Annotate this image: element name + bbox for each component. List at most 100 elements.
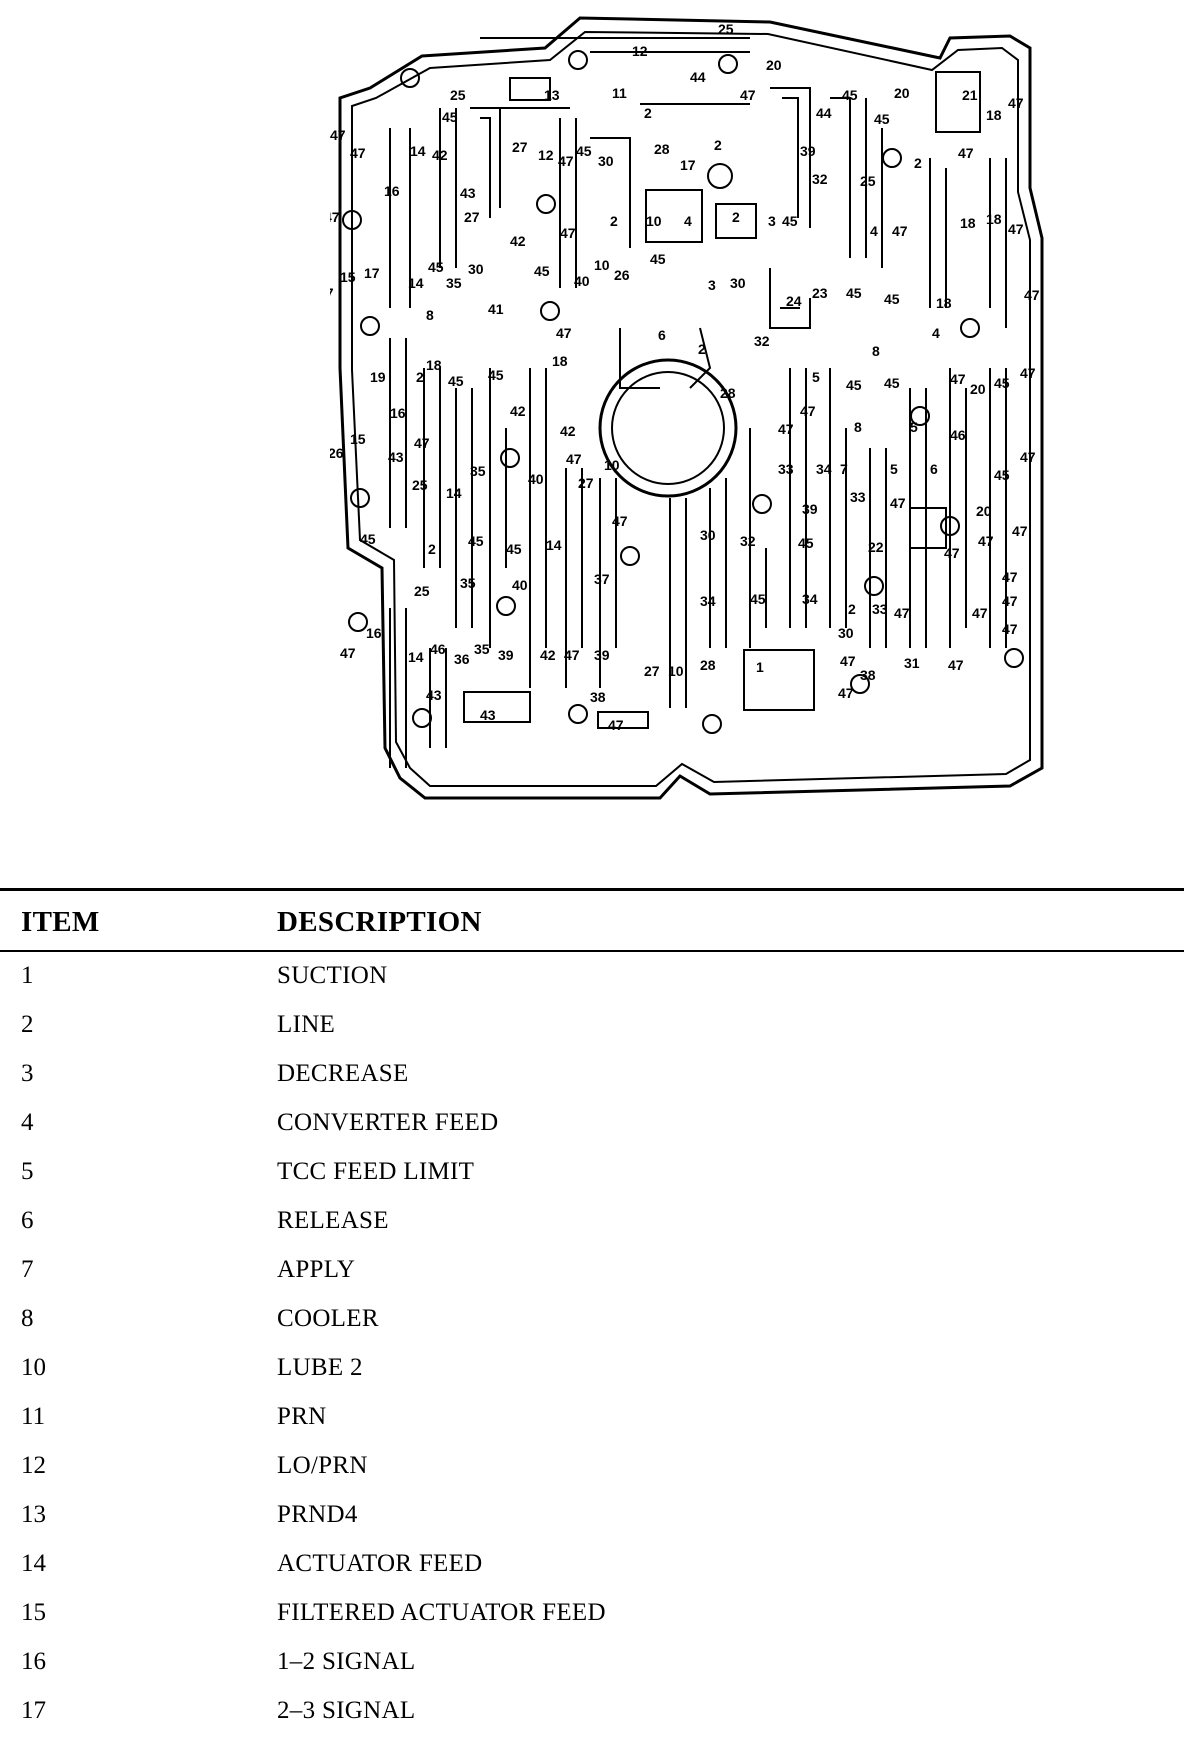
svg-text:42: 42 (540, 647, 556, 663)
svg-text:39: 39 (800, 143, 816, 159)
svg-text:39: 39 (802, 501, 818, 517)
svg-text:33: 33 (778, 461, 794, 477)
svg-text:25: 25 (860, 173, 876, 189)
svg-text:44: 44 (816, 105, 832, 121)
svg-text:31: 31 (904, 655, 920, 671)
plate-outline (338, 16, 1044, 800)
svg-text:2: 2 (848, 601, 856, 617)
svg-text:45: 45 (782, 213, 798, 229)
svg-text:45: 45 (442, 109, 458, 125)
svg-text:34: 34 (700, 593, 716, 609)
svg-text:38: 38 (860, 667, 876, 683)
svg-text:16: 16 (390, 405, 406, 421)
legend-header-item: ITEM (21, 906, 100, 938)
svg-text:2: 2 (732, 209, 740, 225)
svg-text:25: 25 (414, 583, 430, 599)
legend-description: PRND4 (277, 1501, 358, 1528)
svg-text:38: 38 (590, 689, 606, 705)
svg-text:45: 45 (846, 377, 862, 393)
svg-text:4: 4 (870, 223, 878, 239)
central-bore (598, 358, 738, 498)
svg-text:8: 8 (426, 307, 434, 323)
svg-text:3: 3 (768, 213, 776, 229)
svg-text:18: 18 (936, 295, 952, 311)
svg-text:2: 2 (610, 213, 618, 229)
svg-text:20: 20 (976, 503, 992, 519)
legend-item: 7 (21, 1256, 34, 1283)
svg-text:47: 47 (340, 645, 356, 661)
svg-text:28: 28 (700, 657, 716, 673)
svg-text:45: 45 (846, 285, 862, 301)
svg-text:28: 28 (654, 141, 670, 157)
svg-text:10: 10 (646, 213, 662, 229)
svg-text:10: 10 (604, 457, 620, 473)
svg-text:46: 46 (430, 641, 446, 657)
svg-text:44: 44 (690, 69, 706, 85)
svg-text:42: 42 (510, 403, 526, 419)
svg-text:47: 47 (972, 605, 988, 621)
legend-description: DECREASE (277, 1060, 409, 1087)
svg-text:15: 15 (340, 269, 356, 285)
legend-description: 1–2 SIGNAL (277, 1648, 416, 1675)
svg-text:22: 22 (868, 539, 884, 555)
svg-text:11: 11 (612, 85, 627, 101)
svg-text:33: 33 (850, 489, 866, 505)
svg-text:36: 36 (454, 651, 470, 667)
svg-text:47: 47 (800, 403, 816, 419)
svg-text:5: 5 (890, 461, 898, 477)
svg-text:45: 45 (874, 111, 890, 127)
svg-text:1: 1 (756, 659, 764, 675)
svg-text:12: 12 (538, 147, 554, 163)
legend-description: COOLER (277, 1305, 379, 1332)
svg-text:2: 2 (914, 155, 922, 171)
svg-text:35: 35 (460, 575, 476, 591)
svg-text:18: 18 (426, 357, 442, 373)
svg-text:42: 42 (432, 147, 448, 163)
svg-text:6: 6 (930, 461, 938, 477)
svg-text:47: 47 (330, 127, 346, 143)
svg-text:45: 45 (798, 535, 814, 551)
svg-text:27: 27 (512, 139, 528, 155)
svg-text:35: 35 (446, 275, 462, 291)
svg-text:4: 4 (684, 213, 692, 229)
svg-text:45: 45 (994, 375, 1010, 391)
legend-item: 3 (21, 1060, 34, 1087)
svg-text:42: 42 (560, 423, 576, 439)
svg-text:47: 47 (1002, 593, 1018, 609)
legend-item: 2 (21, 1011, 34, 1038)
legend-item: 10 (21, 1354, 46, 1381)
svg-text:47: 47 (1002, 569, 1018, 585)
svg-text:47: 47 (564, 647, 580, 663)
svg-text:6: 6 (658, 327, 666, 343)
legend-description: LINE (277, 1011, 336, 1038)
svg-text:2: 2 (428, 541, 436, 557)
svg-text:5: 5 (812, 369, 820, 385)
legend-item: 12 (21, 1452, 46, 1479)
svg-text:34: 34 (816, 461, 832, 477)
svg-text:8: 8 (854, 419, 862, 435)
svg-text:47: 47 (778, 421, 794, 437)
svg-text:3: 3 (708, 277, 716, 293)
svg-text:26: 26 (330, 445, 344, 461)
svg-text:47: 47 (566, 451, 582, 467)
svg-text:47: 47 (944, 545, 960, 561)
svg-text:14: 14 (446, 485, 462, 501)
svg-text:45: 45 (994, 467, 1010, 483)
svg-text:24: 24 (786, 293, 802, 309)
svg-text:39: 39 (594, 647, 610, 663)
legend-description: CONVERTER FEED (277, 1109, 499, 1136)
svg-text:30: 30 (730, 275, 746, 291)
svg-text:43: 43 (388, 449, 404, 465)
legend-description: FILTERED ACTUATOR FEED (277, 1599, 606, 1626)
svg-text:32: 32 (740, 533, 756, 549)
svg-text:25: 25 (450, 87, 466, 103)
